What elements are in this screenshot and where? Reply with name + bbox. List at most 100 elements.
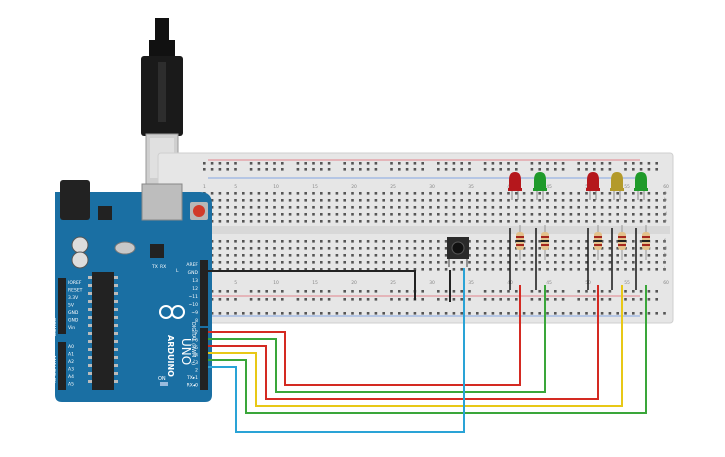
- breadboard-hole[interactable]: [226, 162, 229, 165]
- breadboard-hole[interactable]: [405, 298, 409, 301]
- breadboard-hole[interactable]: [421, 261, 424, 264]
- breadboard-hole[interactable]: [429, 206, 432, 209]
- breadboard-hole[interactable]: [366, 268, 370, 271]
- resistor-5[interactable]: [642, 225, 650, 260]
- breadboard-hole[interactable]: [327, 247, 331, 250]
- breadboard-hole[interactable]: [616, 199, 619, 202]
- breadboard-hole[interactable]: [632, 312, 635, 315]
- breadboard-hole[interactable]: [327, 213, 331, 216]
- reset-button[interactable]: [193, 205, 205, 217]
- breadboard-hole[interactable]: [421, 240, 424, 243]
- breadboard-hole[interactable]: [413, 312, 417, 315]
- breadboard-hole[interactable]: [483, 199, 487, 202]
- breadboard-hole[interactable]: [312, 254, 315, 257]
- breadboard-hole[interactable]: [234, 268, 237, 271]
- breadboard-hole[interactable]: [366, 298, 370, 301]
- breadboard-hole[interactable]: [608, 199, 612, 202]
- breadboard-hole[interactable]: [320, 192, 323, 195]
- breadboard-hole[interactable]: [343, 162, 346, 165]
- breadboard-hole[interactable]: [632, 213, 635, 216]
- breadboard-hole[interactable]: [351, 268, 354, 271]
- led-red[interactable]: [586, 172, 600, 200]
- breadboard-hole[interactable]: [234, 192, 237, 195]
- breadboard-hole[interactable]: [655, 213, 658, 216]
- breadboard-hole[interactable]: [452, 162, 456, 165]
- breadboard-hole[interactable]: [296, 162, 300, 165]
- breadboard-hole[interactable]: [327, 298, 331, 301]
- breadboard-hole[interactable]: [335, 240, 339, 243]
- breadboard-hole[interactable]: [273, 261, 276, 264]
- breadboard-hole[interactable]: [312, 298, 315, 301]
- breadboard-hole[interactable]: [499, 162, 502, 165]
- breadboard-hole[interactable]: [530, 199, 534, 202]
- breadboard-hole[interactable]: [249, 213, 253, 216]
- breadboard-hole[interactable]: [491, 312, 495, 315]
- breadboard-hole[interactable]: [515, 290, 518, 293]
- breadboard-hole[interactable]: [538, 298, 541, 301]
- breadboard-hole[interactable]: [265, 213, 268, 216]
- breadboard-hole[interactable]: [304, 247, 307, 250]
- breadboard-hole[interactable]: [210, 261, 214, 264]
- breadboard-hole[interactable]: [257, 261, 261, 264]
- breadboard-hole[interactable]: [335, 247, 339, 250]
- breadboard-hole[interactable]: [343, 168, 346, 171]
- breadboard-hole[interactable]: [273, 268, 276, 271]
- breadboard-hole[interactable]: [257, 290, 261, 293]
- breadboard-hole[interactable]: [600, 213, 604, 216]
- breadboard-hole[interactable]: [288, 192, 292, 195]
- breadboard-hole[interactable]: [312, 220, 315, 223]
- breadboard-hole[interactable]: [655, 247, 658, 250]
- breadboard-hole[interactable]: [359, 192, 362, 195]
- breadboard-hole[interactable]: [507, 298, 510, 301]
- breadboard-hole[interactable]: [273, 168, 276, 171]
- wire-gnd-black[interactable]: [208, 270, 416, 300]
- breadboard-hole[interactable]: [359, 206, 362, 209]
- breadboard-hole[interactable]: [577, 206, 580, 209]
- breadboard-hole[interactable]: [538, 162, 541, 165]
- breadboard-hole[interactable]: [569, 254, 573, 257]
- breadboard-hole[interactable]: [600, 199, 604, 202]
- breadboard-hole[interactable]: [281, 268, 284, 271]
- breadboard-hole[interactable]: [335, 254, 339, 257]
- breadboard-hole[interactable]: [593, 199, 596, 202]
- breadboard-hole[interactable]: [522, 192, 526, 195]
- breadboard-hole[interactable]: [608, 192, 612, 195]
- breadboard-hole[interactable]: [382, 268, 385, 271]
- breadboard-hole[interactable]: [569, 261, 573, 264]
- breadboard-hole[interactable]: [273, 290, 276, 293]
- breadboard-hole[interactable]: [554, 261, 557, 264]
- breadboard-hole[interactable]: [281, 290, 284, 293]
- breadboard-hole[interactable]: [530, 290, 534, 293]
- breadboard-hole[interactable]: [624, 254, 627, 257]
- breadboard-hole[interactable]: [655, 254, 658, 257]
- breadboard-hole[interactable]: [312, 213, 315, 216]
- breadboard-hole[interactable]: [242, 206, 245, 209]
- breadboard-hole[interactable]: [530, 268, 534, 271]
- breadboard-hole[interactable]: [257, 206, 261, 209]
- breadboard-hole[interactable]: [608, 213, 612, 216]
- breadboard-hole[interactable]: [405, 261, 409, 264]
- breadboard-hole[interactable]: [546, 254, 549, 257]
- breadboard-hole[interactable]: [398, 290, 401, 293]
- breadboard-hole[interactable]: [561, 298, 565, 301]
- breadboard-hole[interactable]: [405, 192, 409, 195]
- breadboard-hole[interactable]: [515, 261, 518, 264]
- breadboard-hole[interactable]: [390, 298, 393, 301]
- breadboard-hole[interactable]: [374, 220, 378, 223]
- breadboard-hole[interactable]: [554, 168, 557, 171]
- breadboard-hole[interactable]: [351, 220, 354, 223]
- breadboard-hole[interactable]: [327, 240, 331, 243]
- breadboard-hole[interactable]: [281, 312, 284, 315]
- breadboard-hole[interactable]: [476, 213, 479, 216]
- breadboard-hole[interactable]: [624, 261, 627, 264]
- breadboard-hole[interactable]: [632, 290, 635, 293]
- breadboard-hole[interactable]: [655, 162, 658, 165]
- breadboard-hole[interactable]: [429, 213, 432, 216]
- breadboard-hole[interactable]: [499, 298, 502, 301]
- breadboard-hole[interactable]: [600, 162, 604, 165]
- breadboard-hole[interactable]: [398, 162, 401, 165]
- breadboard-hole[interactable]: [608, 261, 612, 264]
- breadboard-hole[interactable]: [304, 220, 307, 223]
- breadboard-hole[interactable]: [546, 298, 549, 301]
- breadboard-hole[interactable]: [538, 168, 541, 171]
